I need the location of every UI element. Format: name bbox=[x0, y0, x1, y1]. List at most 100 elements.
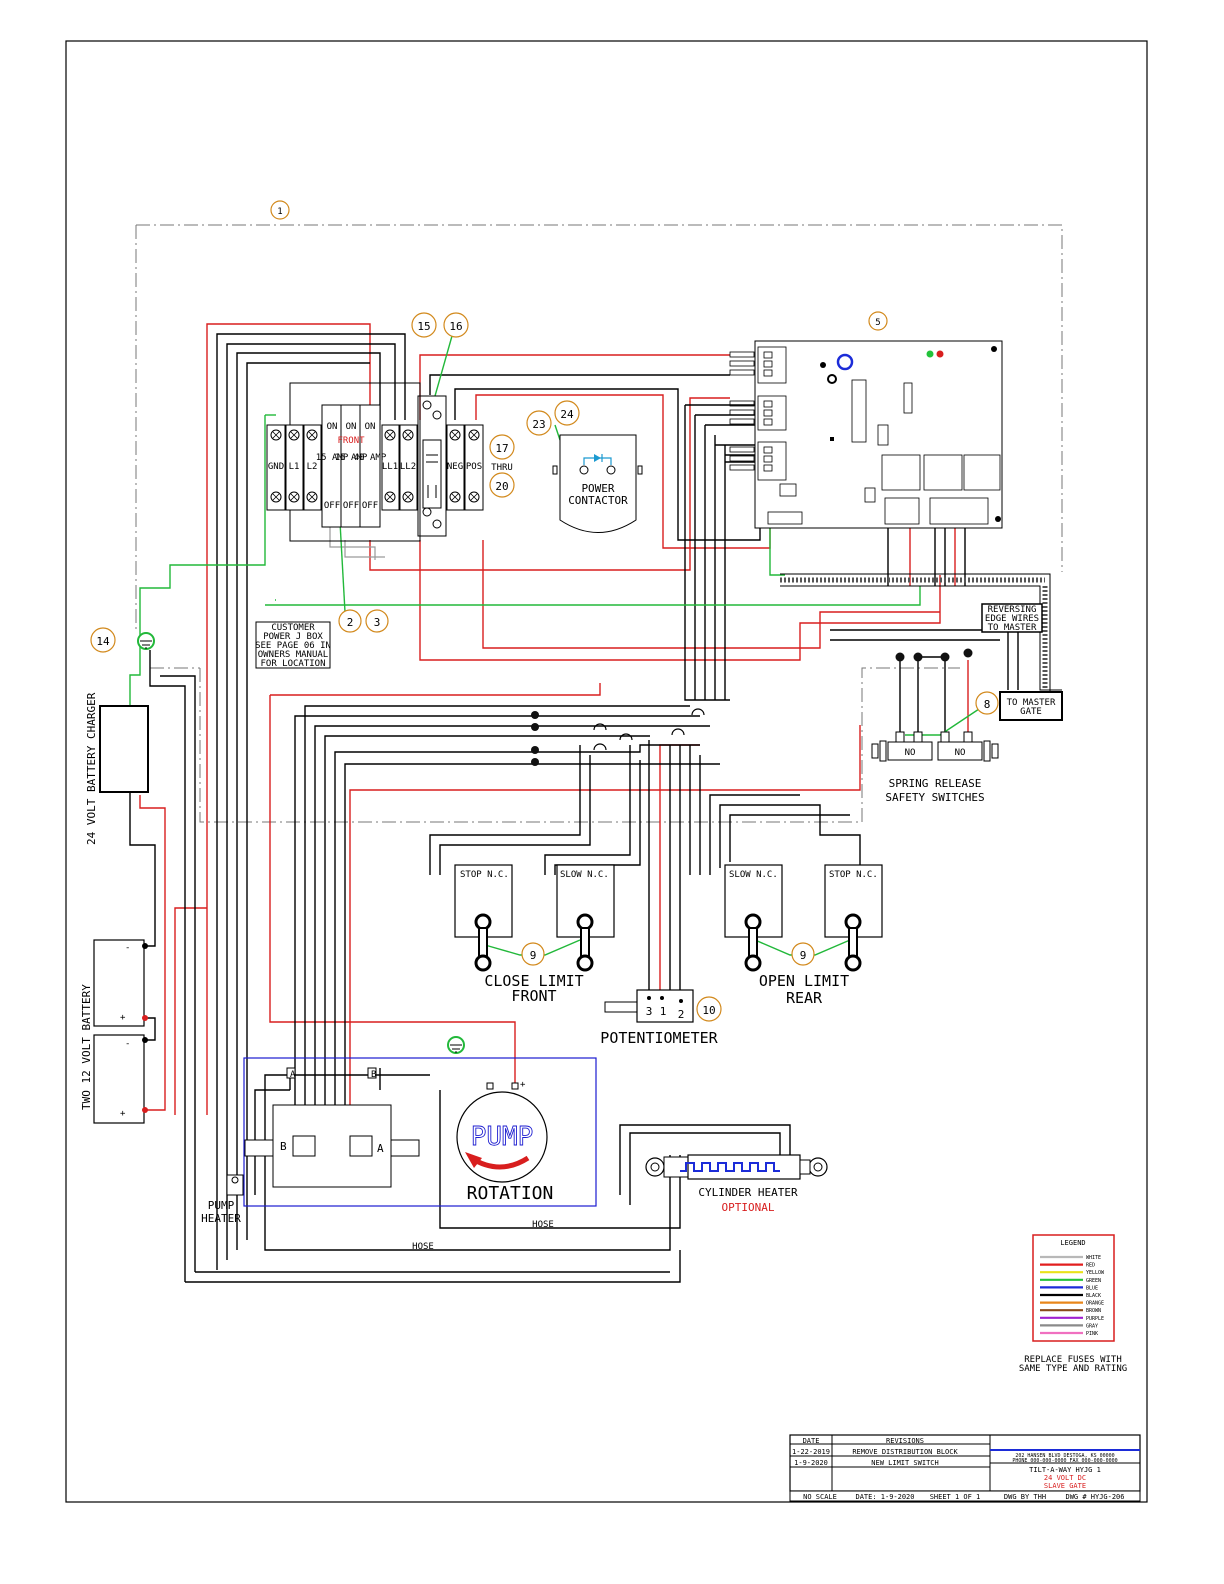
svg-text:-: - bbox=[125, 943, 130, 953]
svg-text:8: 8 bbox=[984, 698, 991, 711]
terminal-l2: L2 bbox=[307, 462, 318, 472]
legend-label-pink: PINK bbox=[1086, 1331, 1098, 1337]
svg-text:DWG BY THH: DWG BY THH bbox=[1004, 1493, 1046, 1501]
svg-text:1-9-2020: 1-9-2020 bbox=[794, 1459, 828, 1467]
legend-label-black: BLACK bbox=[1086, 1293, 1101, 1299]
breaker-3-off: OFF bbox=[362, 501, 378, 511]
svg-text:+: + bbox=[520, 1080, 526, 1090]
power-contactor: POWER CONTACTOR bbox=[552, 434, 643, 533]
svg-text:24 VOLT BATTERY CHARGER: 24 VOLT BATTERY CHARGER bbox=[85, 692, 98, 845]
callout-16: 16 bbox=[443, 312, 469, 338]
svg-text:ROTATION: ROTATION bbox=[467, 1183, 554, 1204]
svg-text:DWG # HYJG-206: DWG # HYJG-206 bbox=[1065, 1493, 1124, 1501]
svg-text:POWER J BOX: POWER J BOX bbox=[263, 632, 323, 642]
svg-text:202 HANSEN BLVD DESTOGA, KS 00: 202 HANSEN BLVD DESTOGA, KS 00000 bbox=[1015, 1453, 1114, 1459]
svg-text:GATE: GATE bbox=[1020, 707, 1042, 717]
valve-block: A B B A bbox=[244, 1067, 420, 1188]
legend-label-white: WHITE bbox=[1086, 1255, 1101, 1261]
svg-text:SHEET 1 OF 1: SHEET 1 OF 1 bbox=[930, 1493, 981, 1501]
legend-label-brown: BROWN bbox=[1086, 1308, 1101, 1314]
svg-text:14: 14 bbox=[96, 635, 110, 648]
reversing-edge-conduit bbox=[780, 573, 1062, 701]
svg-text:REVISIONS: REVISIONS bbox=[886, 1437, 924, 1445]
svg-text:PHONE 000-000-0000 FAX 000-000: PHONE 000-000-0000 FAX 000-000-0000 bbox=[1012, 1458, 1117, 1464]
terminal-gnd: GND bbox=[268, 462, 284, 472]
terminal-ll1: LL1 bbox=[382, 462, 398, 472]
callout-15: 15 bbox=[411, 312, 437, 338]
svg-text:2: 2 bbox=[678, 1008, 685, 1021]
legend-label-green: GREEN bbox=[1086, 1278, 1101, 1284]
legend-label-blue: BLUE bbox=[1086, 1285, 1098, 1291]
legend-label-red: RED bbox=[1086, 1263, 1095, 1269]
controller-board bbox=[729, 340, 1003, 529]
legend-label-yellow: YELLOW bbox=[1086, 1270, 1105, 1276]
sheet-border bbox=[65, 40, 1148, 1503]
wires-red bbox=[139, 323, 969, 1165]
legend-label-purple: PURPLE bbox=[1086, 1316, 1104, 1322]
svg-text:TO MASTER: TO MASTER bbox=[1007, 698, 1056, 708]
svg-text:SLOW N.C.: SLOW N.C. bbox=[729, 870, 778, 880]
limit-labels: CLOSE LIMIT FRONT OPEN LIMIT REAR bbox=[484, 972, 849, 1007]
svg-text:CYLINDER HEATER: CYLINDER HEATER bbox=[698, 1186, 798, 1199]
svg-text:SEE PAGE 06 IN: SEE PAGE 06 IN bbox=[255, 641, 331, 651]
terminal-ll2: LL2 bbox=[400, 462, 416, 472]
breaker-3-amp: 40 AMP bbox=[354, 453, 387, 463]
svg-text:23: 23 bbox=[532, 418, 545, 431]
callout-20: 20 bbox=[489, 472, 515, 498]
wire-color-legend: LEGEND WHITEREDYELLOWGREENBLUEBLACKORANG… bbox=[1032, 1234, 1115, 1342]
svg-text:STOP N.C.: STOP N.C. bbox=[460, 870, 509, 880]
wires-black bbox=[129, 333, 1019, 1283]
svg-text:A: A bbox=[377, 1142, 384, 1155]
relay-block bbox=[417, 395, 447, 537]
svg-text:2: 2 bbox=[347, 616, 354, 629]
legend-label-orange: ORANGE bbox=[1086, 1301, 1104, 1307]
power-unit-outline bbox=[243, 1057, 597, 1207]
svg-text:TO MASTER: TO MASTER bbox=[988, 623, 1037, 633]
circuit-breakers: ON ON ON FRONT 15 AMP 15 AMP 40 AMP OFF … bbox=[316, 404, 387, 528]
battery-charger: 24 VOLT BATTERY CHARGER bbox=[85, 692, 149, 845]
svg-text:+: + bbox=[120, 1109, 126, 1119]
svg-text:3: 3 bbox=[646, 1005, 653, 1018]
svg-text:17: 17 bbox=[495, 442, 508, 455]
fuse-note: REPLACE FUSES WITH bbox=[1024, 1355, 1122, 1365]
svg-text:1: 1 bbox=[277, 207, 282, 217]
reversing-edge-box: REVERSING EDGE WIRES TO MASTER bbox=[981, 603, 1043, 633]
callout-2: 2 bbox=[338, 609, 362, 633]
legend-label-gray: GRAY bbox=[1086, 1323, 1098, 1329]
svg-text:B: B bbox=[280, 1140, 287, 1153]
callout-14: 14 bbox=[90, 627, 116, 653]
svg-text:+: + bbox=[120, 1013, 126, 1023]
svg-text:24 VOLT DC: 24 VOLT DC bbox=[1044, 1474, 1086, 1482]
limit-switch-slow-open: SLOW N.C. bbox=[724, 864, 783, 972]
svg-text:PUMP: PUMP bbox=[208, 1199, 235, 1212]
crossover-hops bbox=[593, 708, 705, 751]
svg-text:TWO 12 VOLT BATTERY: TWO 12 VOLT BATTERY bbox=[80, 984, 93, 1110]
callout-10: 10 bbox=[696, 996, 722, 1022]
title-block: DATE REVISIONS 1-22-2019 REMOVE DISTRIBU… bbox=[789, 1434, 1141, 1502]
callout-thru: THRU bbox=[491, 463, 513, 473]
svg-text:1-22-2019: 1-22-2019 bbox=[792, 1448, 830, 1456]
svg-text:NEW LIMIT SWITCH: NEW LIMIT SWITCH bbox=[871, 1459, 938, 1467]
svg-text:10: 10 bbox=[702, 1004, 715, 1017]
hose-label: HOSE bbox=[412, 1242, 434, 1252]
svg-text:NO SCALE: NO SCALE bbox=[803, 1493, 837, 1501]
cylinder-heater: CYLINDER HEATER OPTIONAL bbox=[645, 1154, 828, 1214]
svg-text:NO: NO bbox=[955, 748, 966, 758]
limit-switch-stop-close: STOP N.C. bbox=[454, 864, 513, 972]
svg-text:FOR LOCATION: FOR LOCATION bbox=[260, 659, 325, 669]
callout-8: 8 bbox=[975, 691, 999, 715]
svg-text:1: 1 bbox=[660, 1005, 667, 1018]
ground-icon bbox=[447, 1036, 465, 1054]
svg-text:SAFETY SWITCHES: SAFETY SWITCHES bbox=[885, 791, 984, 804]
breaker-2-on: ON bbox=[346, 422, 357, 432]
breaker-2-off: OFF bbox=[343, 501, 359, 511]
limit-switch-stop-open: STOP N.C. bbox=[824, 864, 883, 972]
customer-jbox-note: CUSTOMER POWER J BOX SEE PAGE 06 IN OWNE… bbox=[255, 621, 331, 669]
svg-text:HEATER: HEATER bbox=[201, 1212, 241, 1225]
svg-text:REMOVE DISTRIBUTION BLOCK: REMOVE DISTRIBUTION BLOCK bbox=[852, 1448, 958, 1456]
callout-23: 23 bbox=[526, 410, 552, 436]
callout-24: 24 bbox=[554, 400, 580, 426]
svg-text:POWER: POWER bbox=[581, 482, 614, 495]
pump-heater: PUMP HEATER bbox=[201, 1174, 244, 1225]
terminal-l1: L1 bbox=[289, 462, 300, 472]
